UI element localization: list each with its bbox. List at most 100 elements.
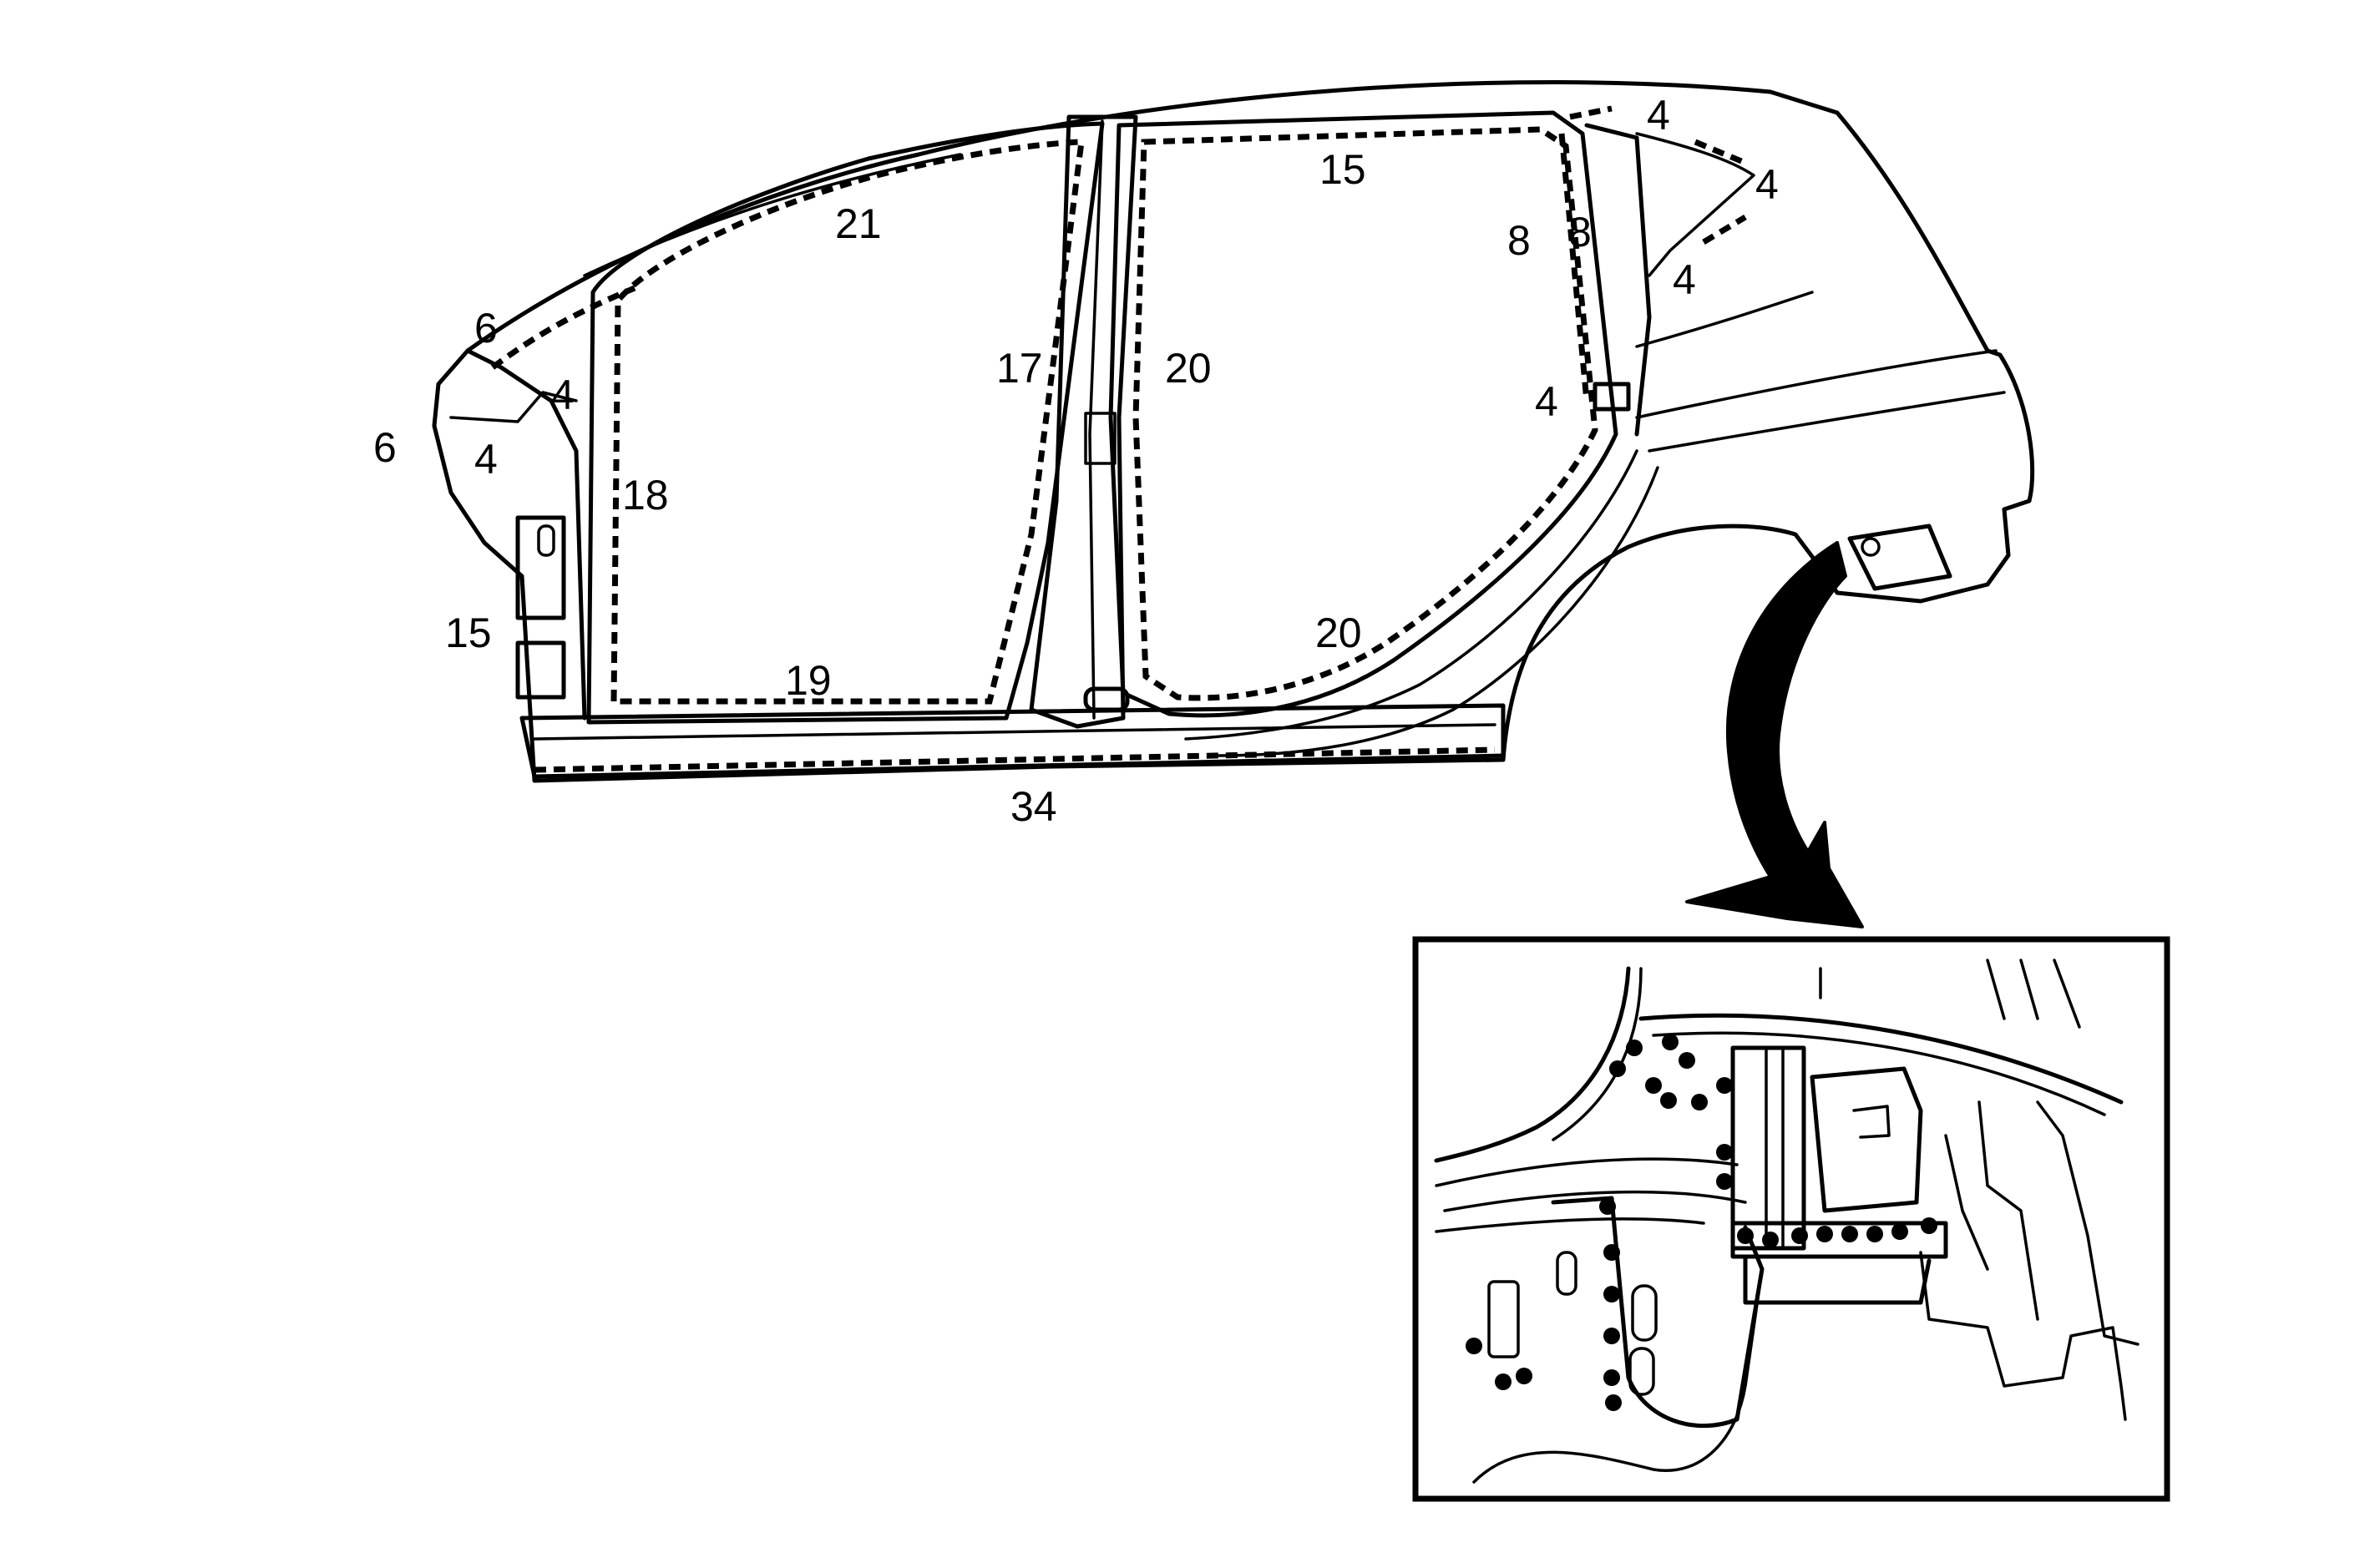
callout-15: 15	[445, 610, 492, 656]
detail-right-contour-2	[2036, 1100, 2139, 1346]
rear-door-opening-weld	[1132, 126, 1598, 701]
fuel-door-box	[1847, 524, 1952, 591]
front-door-opening-outer	[586, 121, 1105, 725]
spot-weld	[1691, 1094, 1708, 1110]
spot-weld	[1716, 1077, 1733, 1094]
detail-frame	[1412, 936, 2170, 1502]
callout-8: 8	[1507, 217, 1531, 264]
spot-weld	[1645, 1077, 1662, 1094]
spot-weld	[1662, 1034, 1679, 1050]
front-hinge-lower	[515, 640, 566, 700]
roof-rail-weld-front	[490, 285, 636, 370]
detail-spot-welds	[1466, 1034, 1937, 1411]
callout-6: 6	[373, 424, 397, 471]
callout-20: 20	[1315, 610, 1362, 656]
spot-weld	[1603, 1286, 1620, 1303]
detail-slot-3	[1628, 1347, 1655, 1396]
spot-weld	[1495, 1373, 1512, 1390]
callout-4: 4	[1647, 92, 1670, 139]
detail-slot-4	[1487, 1280, 1520, 1358]
rocker-inner-line	[533, 723, 1496, 741]
spot-weld	[1762, 1232, 1779, 1248]
spot-weld	[1921, 1217, 1937, 1234]
detail-floor-line-2	[1443, 1190, 1747, 1212]
c-pillar-reinforcement	[1584, 123, 1652, 437]
detail-arrow-icon	[1685, 541, 1864, 928]
detail-slot-1	[1556, 1251, 1577, 1296]
callout-8: 8	[1568, 209, 1592, 255]
spot-weld	[1737, 1227, 1754, 1244]
callout-4: 4	[551, 372, 575, 418]
rocker-weld-line	[534, 746, 1496, 773]
fuel-door-screw	[1861, 537, 1881, 557]
spot-weld	[1866, 1226, 1883, 1242]
callout-labels: 4 4 15 8 8 4 21 6 17 20 4 4 6 4 18 15 20…	[373, 92, 1779, 830]
spot-weld	[1599, 1198, 1616, 1215]
quarter-window-weld-2	[1702, 214, 1747, 245]
roof-rail-weld-rear	[1569, 105, 1613, 120]
spot-weld	[1603, 1244, 1620, 1261]
detail-box-bracket-inner	[1852, 1105, 1891, 1139]
detail-right-contour-1	[1977, 1100, 2039, 1321]
spot-weld	[1679, 1052, 1695, 1069]
spot-weld	[1603, 1369, 1620, 1386]
a-pillar-inner	[465, 348, 587, 721]
spot-weld	[1516, 1368, 1532, 1384]
c-pillar-weld	[1558, 133, 1590, 402]
callout-34: 34	[1010, 783, 1057, 830]
b-pillar-outer	[1029, 114, 1138, 729]
body-side-panel	[432, 80, 2035, 783]
callout-15: 15	[1319, 146, 1366, 193]
quarter-panel-line-lower	[1648, 391, 2006, 453]
spot-weld	[1605, 1394, 1622, 1411]
rear-door-opening-outer	[1108, 110, 1618, 718]
callout-19: 19	[785, 657, 832, 704]
quarter-window-line	[1635, 291, 1814, 348]
detail-upper-rail-inner	[1652, 1031, 2106, 1116]
spot-weld	[1609, 1060, 1626, 1077]
rear-door-opening-contour-2	[1218, 466, 1659, 757]
spot-weld	[1716, 1173, 1733, 1190]
roof-rail-inner-line	[583, 153, 962, 277]
front-hinge-slot	[537, 524, 555, 557]
detail-wheel-arch	[1434, 966, 1631, 1163]
callout-20: 20	[1165, 345, 1212, 392]
body-side-outline	[432, 80, 2035, 783]
a-pillar-bracket	[449, 391, 578, 423]
spot-weld	[1626, 1040, 1643, 1056]
spot-weld	[1466, 1338, 1482, 1354]
detail-right-contour-3	[1944, 1134, 1989, 1271]
callout-21: 21	[835, 200, 882, 247]
spot-weld	[1841, 1226, 1858, 1242]
detail-floor-line-3	[1435, 1217, 1705, 1233]
front-hinge-upper	[515, 515, 566, 620]
callout-6: 6	[474, 305, 498, 352]
detail-upper-rail	[1638, 1013, 2124, 1105]
callout-17: 17	[996, 345, 1043, 392]
spot-weld	[1891, 1223, 1908, 1240]
spot-weld	[1660, 1092, 1677, 1109]
callout-4: 4	[1755, 161, 1779, 208]
detail-inset	[1412, 936, 2170, 1502]
b-pillar-striker-box	[1084, 412, 1117, 465]
b-pillar-seam	[1088, 119, 1104, 720]
c-pillar-bracket	[1593, 382, 1631, 412]
quarter-panel-line-upper	[1635, 349, 1998, 419]
detail-lower-panel-curve	[1472, 1267, 1764, 1484]
detail-top-right-ribs	[1986, 959, 2081, 1029]
quarter-window-frame	[1635, 132, 1755, 277]
detail-vertical-brace	[1730, 1045, 1806, 1251]
spot-weld	[1603, 1328, 1620, 1344]
callout-4: 4	[1673, 256, 1696, 303]
detail-horizontal-brace	[1730, 1221, 1948, 1259]
quarter-window-weld	[1694, 139, 1747, 166]
rear-door-opening-contour-1	[1184, 449, 1638, 741]
callout-18: 18	[622, 472, 669, 518]
rocker-panel	[519, 703, 1506, 779]
spot-weld	[1791, 1227, 1808, 1244]
detail-floor-line-1	[1435, 1157, 1739, 1187]
callout-4: 4	[1535, 378, 1558, 425]
detail-lower-right-structure	[1919, 1251, 2127, 1421]
detail-slot-2	[1631, 1284, 1658, 1342]
